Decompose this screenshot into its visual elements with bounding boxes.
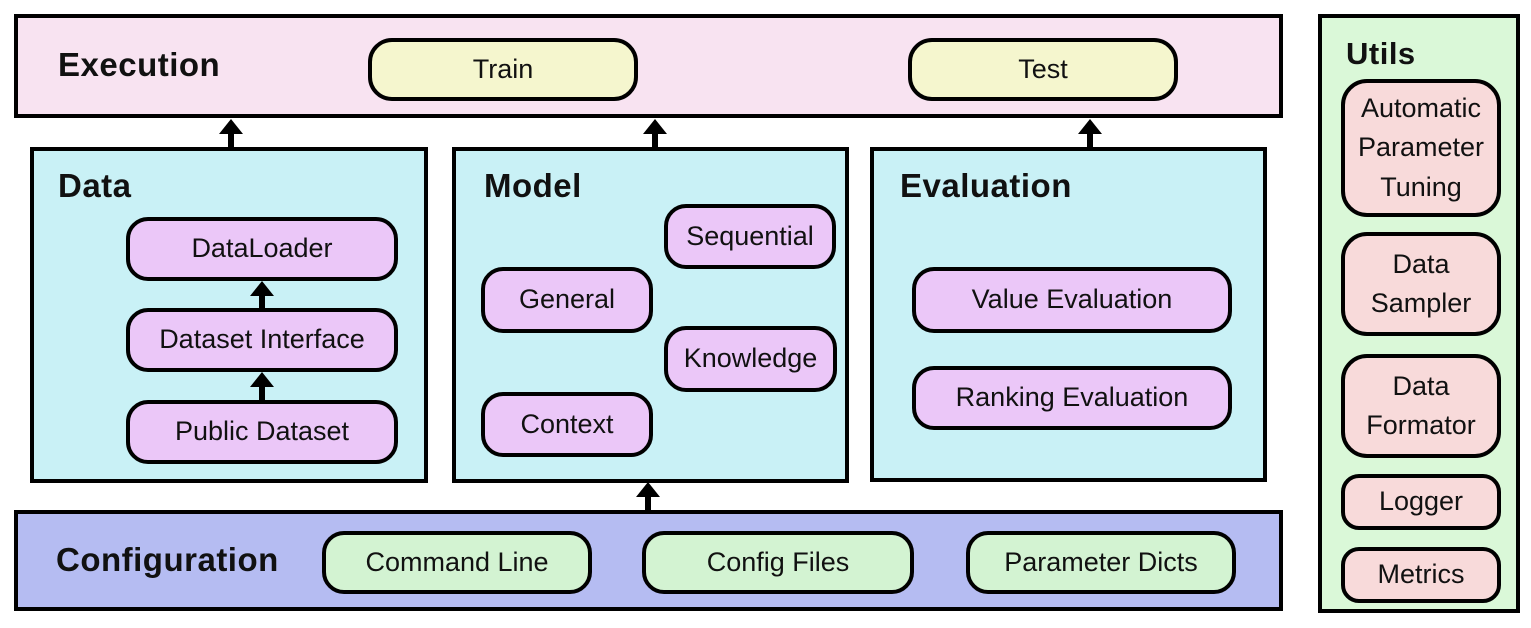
arrow-dataset-interface-to-dataloader bbox=[250, 281, 274, 308]
model-title: Model bbox=[484, 167, 582, 204]
test-pill: Test bbox=[908, 38, 1178, 101]
arrow-shaft bbox=[1087, 131, 1093, 148]
ranking-evaluation-pill: Ranking Evaluation bbox=[912, 366, 1232, 430]
arrow-public-dataset-to-dataset-interface bbox=[250, 372, 274, 400]
model-module: Model Sequential General Knowledge Conte… bbox=[452, 147, 849, 483]
arrow-head bbox=[1078, 119, 1102, 134]
value-evaluation-pill: Value Evaluation bbox=[912, 267, 1232, 333]
knowledge-pill: Knowledge bbox=[664, 326, 837, 392]
public-dataset-pill: Public Dataset bbox=[126, 400, 398, 464]
config-files-pill: Config Files bbox=[642, 531, 914, 594]
general-pill: General bbox=[481, 267, 653, 333]
configuration-title: Configuration bbox=[56, 540, 279, 578]
parameter-dicts-pill: Parameter Dicts bbox=[966, 531, 1236, 594]
arrow-head bbox=[643, 119, 667, 134]
arrow-configuration-to-model bbox=[636, 482, 660, 511]
logger-pill: Logger bbox=[1341, 474, 1501, 530]
arrow-head bbox=[636, 482, 660, 497]
arrow-shaft bbox=[652, 131, 658, 148]
arrow-head bbox=[250, 281, 274, 296]
evaluation-module: Evaluation Value Evaluation Ranking Eval… bbox=[870, 147, 1267, 482]
data-module: Data DataLoader Dataset Interface Public… bbox=[30, 147, 428, 483]
arrow-shaft bbox=[259, 384, 265, 400]
arrow-model-to-execution bbox=[643, 119, 667, 148]
sequential-pill: Sequential bbox=[664, 204, 836, 269]
dataloader-pill: DataLoader bbox=[126, 217, 398, 281]
arrow-head bbox=[250, 372, 274, 387]
arrow-shaft bbox=[259, 293, 265, 308]
arrow-shaft bbox=[645, 494, 651, 511]
train-pill: Train bbox=[368, 38, 638, 101]
data-sampler-pill: Data Sampler bbox=[1341, 232, 1501, 336]
arrow-shaft bbox=[228, 131, 234, 148]
arrow-data-to-execution bbox=[219, 119, 243, 148]
data-title: Data bbox=[58, 167, 132, 204]
utils-panel: Utils Automatic Parameter Tuning Data Sa… bbox=[1318, 14, 1520, 613]
execution-title: Execution bbox=[58, 46, 221, 84]
configuration-band: Configuration Command Line Config Files … bbox=[14, 510, 1283, 611]
command-line-pill: Command Line bbox=[322, 531, 592, 594]
utils-title: Utils bbox=[1346, 36, 1416, 71]
execution-band: Execution Train Test bbox=[14, 14, 1283, 118]
data-formator-pill: Data Formator bbox=[1341, 354, 1501, 458]
context-pill: Context bbox=[481, 392, 653, 457]
dataset-interface-pill: Dataset Interface bbox=[126, 308, 398, 372]
automatic-parameter-tuning-pill: Automatic Parameter Tuning bbox=[1341, 79, 1501, 217]
arrow-evaluation-to-execution bbox=[1078, 119, 1102, 148]
evaluation-title: Evaluation bbox=[900, 167, 1072, 204]
arrow-head bbox=[219, 119, 243, 134]
metrics-pill: Metrics bbox=[1341, 547, 1501, 603]
